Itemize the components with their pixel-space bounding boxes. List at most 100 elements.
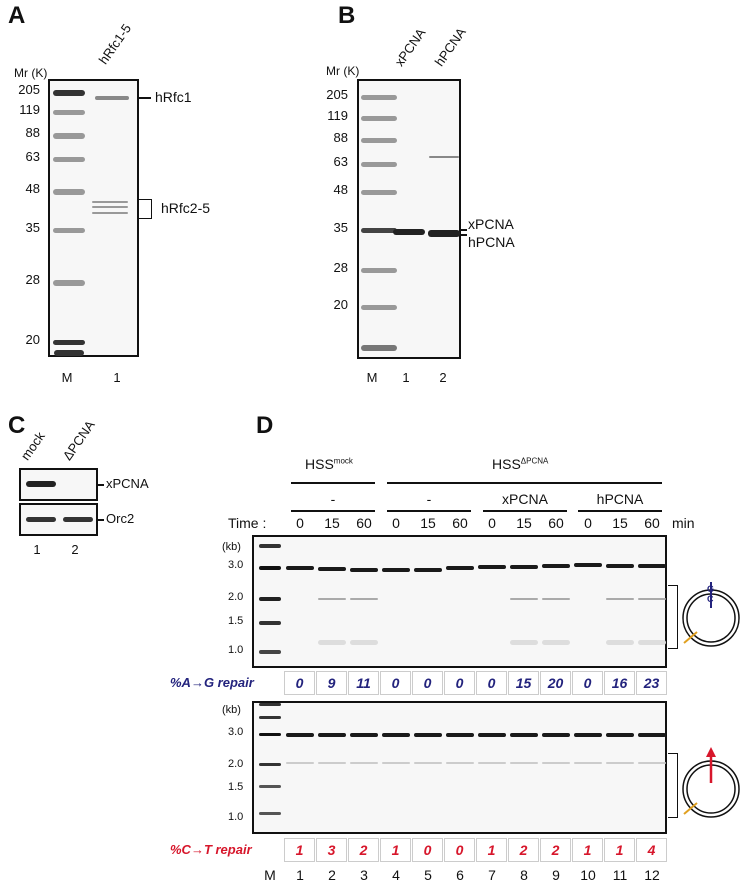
marker-band xyxy=(361,138,397,143)
faint-band xyxy=(510,762,538,764)
band-hrfc1 xyxy=(95,96,129,100)
repair-product-band xyxy=(318,598,346,600)
marker-band xyxy=(361,95,397,100)
kb-marker: 3.0 xyxy=(228,559,244,571)
repair-ag-value: 15 xyxy=(508,671,539,695)
supercoiled-band xyxy=(606,564,634,568)
band-hrfc2-5 xyxy=(92,201,128,203)
supercoiled-band xyxy=(414,568,442,572)
marker-label: 35 xyxy=(333,220,348,235)
repair-ct-value: 1 xyxy=(604,838,635,862)
band-hpcna xyxy=(428,230,460,237)
repair-ag-value: 0 xyxy=(380,671,411,695)
blot-label-orc2: Orc2 xyxy=(106,511,135,526)
marker-label: 48 xyxy=(333,182,348,197)
marker-band xyxy=(361,190,397,195)
marker-label: 63 xyxy=(333,154,348,169)
repair-ct-value: 1 xyxy=(380,838,411,862)
supercoiled-band xyxy=(286,566,314,570)
subgroup-line xyxy=(578,510,662,512)
repair-ct-value: 4 xyxy=(636,838,667,862)
repair-product-band xyxy=(510,598,538,600)
group-name: HSS xyxy=(492,456,521,472)
lane-number: 4 xyxy=(392,867,400,883)
marker-label: 20 xyxy=(25,332,40,347)
band-xpcna xyxy=(393,229,425,235)
repair-product-band xyxy=(542,598,570,600)
blot-label-xpcna: xPCNA xyxy=(106,476,149,491)
supercoiled-band xyxy=(510,565,538,569)
lane-number: 11 xyxy=(612,867,628,883)
repair-ct-label: %C→T repair xyxy=(170,842,252,857)
time-point: 60 xyxy=(548,515,564,531)
marker-label: 48 xyxy=(25,181,40,196)
panel-a-label: A xyxy=(8,2,26,29)
marker-band xyxy=(259,703,281,706)
lane-number: 9 xyxy=(552,867,560,883)
marker-band xyxy=(259,597,281,601)
repair-ct-value: 2 xyxy=(508,838,539,862)
repair-ag-value: 0 xyxy=(476,671,507,695)
marker-band xyxy=(53,157,85,162)
repair-product-band xyxy=(350,640,378,645)
faint-band xyxy=(382,762,410,764)
marker-band xyxy=(259,763,281,766)
subgroup-label: hPCNA xyxy=(596,491,644,507)
subgroup-label: - xyxy=(330,491,336,507)
lane-number: 5 xyxy=(424,867,432,883)
repair-ag-value: 9 xyxy=(316,671,347,695)
panel-b-label: B xyxy=(338,2,356,29)
marker-band xyxy=(53,133,85,139)
marker-band xyxy=(259,566,281,570)
kb-label: (kb) xyxy=(222,704,241,716)
faint-band xyxy=(638,762,666,764)
faint-band xyxy=(574,762,602,764)
time-point: 0 xyxy=(296,515,304,531)
marker-band xyxy=(361,162,397,167)
gel-b xyxy=(357,79,461,359)
marker-band xyxy=(361,228,397,233)
lane-header-xpcna: xPCNA xyxy=(391,25,429,70)
band-label-hrfc1: hRfc1 xyxy=(155,89,192,105)
kb-marker: 3.0 xyxy=(228,726,244,738)
marker-label: 205 xyxy=(326,87,348,102)
kb-marker: 1.0 xyxy=(228,644,244,656)
repair-ag-value: 16 xyxy=(604,671,635,695)
band-hrfc2-5 xyxy=(92,206,128,208)
supercoiled-band xyxy=(574,563,602,567)
time-point: 15 xyxy=(420,515,436,531)
lane-label: 2 xyxy=(439,370,447,385)
repair-ag-value: 0 xyxy=(412,671,443,695)
lane-number: 10 xyxy=(580,867,596,883)
marker-band xyxy=(259,621,281,625)
marker-label: 119 xyxy=(19,102,40,117)
repair-product-band xyxy=(638,640,666,645)
lane-header-dpcna: ΔPCNA xyxy=(59,417,98,463)
panel-c-label: C xyxy=(8,412,26,439)
group-hss-dpcna: HSSΔPCNA xyxy=(492,456,548,472)
supercoiled-band xyxy=(350,568,378,572)
lane-label: 1 xyxy=(113,370,121,385)
lane-number: 8 xyxy=(520,867,528,883)
marker-label: 63 xyxy=(25,149,40,164)
repair-ct-value: 1 xyxy=(572,838,603,862)
supercoiled-band xyxy=(382,733,410,737)
kb-label: (kb) xyxy=(222,541,241,553)
lane-label: 2 xyxy=(71,542,79,557)
time-point: 60 xyxy=(452,515,468,531)
lane-label: 1 xyxy=(33,542,41,557)
time-point: 15 xyxy=(324,515,340,531)
repair-ct-value: 3 xyxy=(316,838,347,862)
group-sup: ΔPCNA xyxy=(520,456,549,466)
repair-product-band xyxy=(318,640,346,645)
faint-band xyxy=(350,762,378,764)
time-point: 60 xyxy=(356,515,372,531)
marker-band xyxy=(259,544,281,548)
band-label-hpcna: hPCNA xyxy=(468,234,515,250)
repair-ag-label: %A→G repair xyxy=(170,675,254,690)
group-name: HSS xyxy=(305,456,334,472)
marker-band xyxy=(259,785,281,788)
time-label: Time : xyxy=(228,515,267,531)
subgroup-line xyxy=(387,510,471,512)
